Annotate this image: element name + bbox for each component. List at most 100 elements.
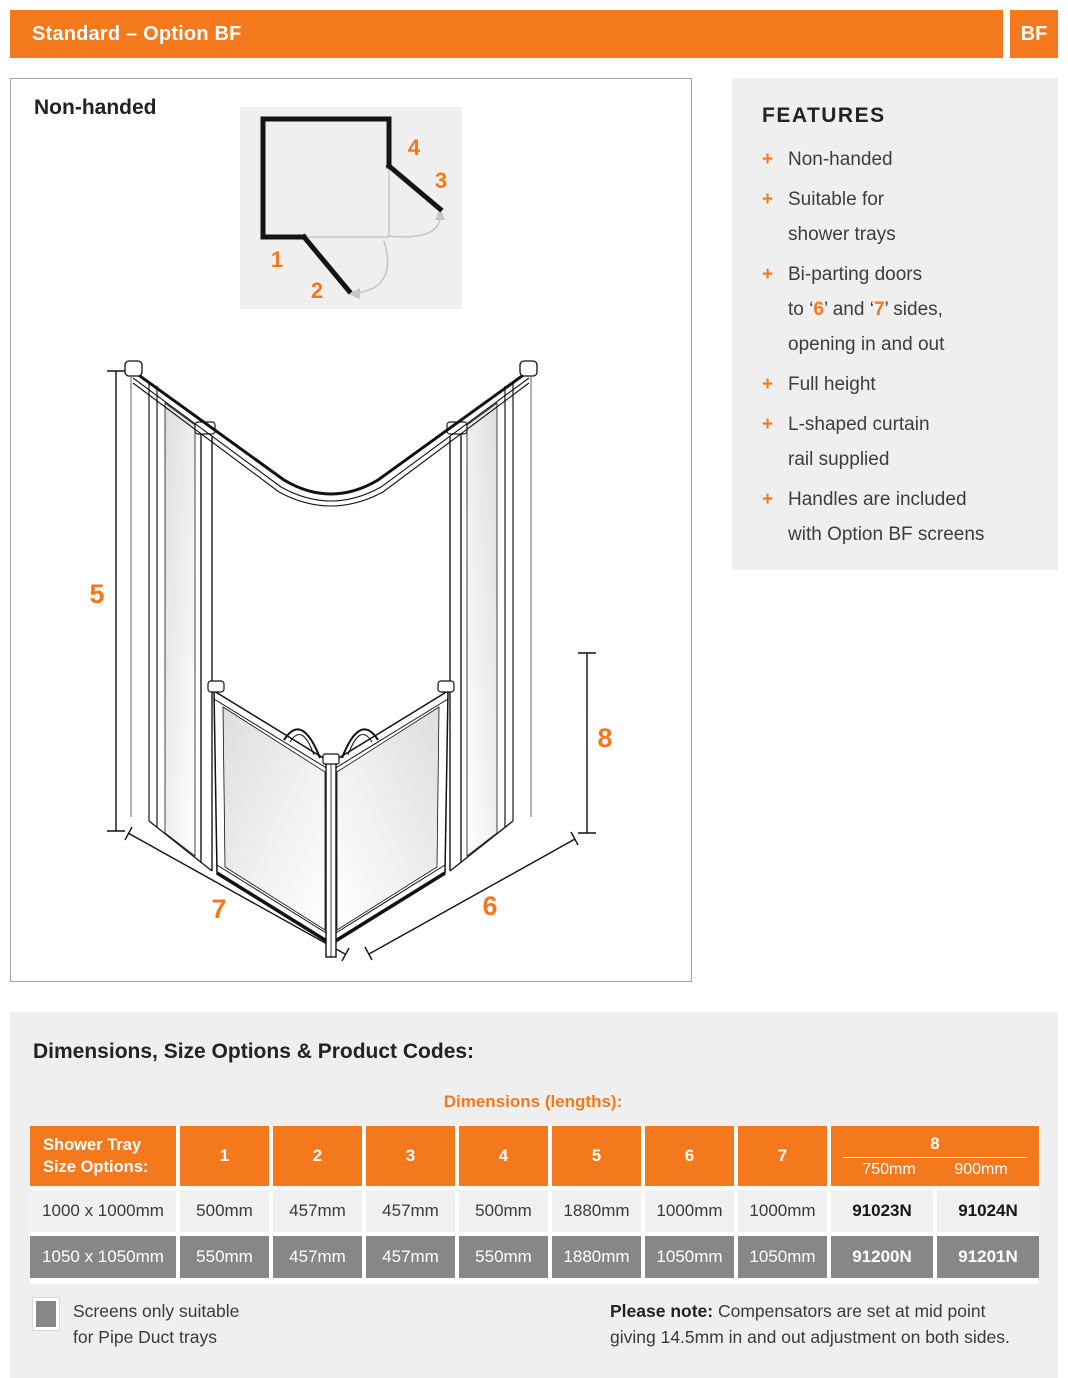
center-post (322, 753, 340, 958)
row2-dim6: 1050mm (645, 1236, 734, 1278)
header-cell-4: 4 (459, 1126, 548, 1186)
header-cell-1: 1 (180, 1126, 269, 1186)
plan-door-front (300, 233, 353, 295)
diagram-panel: Non-handed 1 2 3 4 (10, 78, 692, 982)
plan-tray-edge (304, 166, 390, 238)
plus-bullet-icon: + (762, 414, 774, 435)
feature-item-shower-trays: + Suitable for shower trays (762, 182, 1034, 252)
iso-label-6: 6 (482, 891, 497, 921)
header-cell-5: 5 (552, 1126, 641, 1186)
feature-item-curtain-rail: + L-shaped curtain rail supplied (762, 407, 1034, 477)
accent-6: 6 (813, 299, 824, 320)
feature-line: to ‘ (788, 299, 814, 320)
row2-dim4: 550mm (459, 1236, 548, 1278)
feature-line: ’ sides, (884, 299, 943, 320)
row1-code-750: 91023N (831, 1190, 933, 1232)
pipe-duct-legend: Screens only suitable for Pipe Duct tray… (33, 1298, 239, 1350)
row2-code-900: 91201N (937, 1236, 1039, 1278)
plan-background (240, 107, 462, 309)
feature-line: Bi-parting doors (788, 264, 923, 285)
header-cell-3: 3 (366, 1126, 455, 1186)
right-half-door (328, 680, 455, 947)
feature-text: L-shaped curtain rail supplied (788, 414, 930, 470)
feature-text: Suitable for shower trays (788, 189, 896, 245)
header-cell-2: 2 (273, 1126, 362, 1186)
header-cell-8: 8 750mm 900mm (831, 1126, 1039, 1186)
plan-label-1: 1 (271, 247, 283, 272)
row2-dim7: 1050mm (738, 1236, 827, 1278)
left-half-door (207, 680, 334, 947)
feature-item-non-handed: + Non-handed (762, 142, 1034, 177)
plan-label-3: 3 (435, 168, 447, 193)
legend-text: Screens only suitable for Pipe Duct tray… (73, 1301, 240, 1347)
dimensions-subtitle: Dimensions (lengths): (443, 1092, 623, 1111)
gray-swatch-icon (33, 1298, 59, 1330)
right-side-panel (446, 381, 514, 872)
row1-dim4: 500mm (459, 1190, 548, 1232)
feature-line: ’ and ‘ (823, 299, 874, 320)
row1-dim3: 457mm (366, 1190, 455, 1232)
feature-text: Full height (788, 374, 876, 395)
plan-label-4: 4 (408, 135, 421, 160)
diagram-title: Non-handed (34, 96, 157, 119)
arrowhead-upper (435, 208, 445, 220)
header-750mm: 750mm (862, 1161, 916, 1178)
iso-label-5: 5 (89, 579, 104, 609)
row1-size: 1000 x 1000mm (30, 1190, 176, 1232)
iso-label-7: 7 (211, 894, 226, 924)
feature-line: opening in and out (788, 334, 945, 355)
iso-label-8: 8 (597, 723, 612, 753)
header-cell-size-options: Shower Tray Size Options: (30, 1126, 176, 1186)
row1-code-900: 91024N (937, 1190, 1039, 1232)
plus-bullet-icon: + (762, 189, 774, 210)
plan-label-2: 2 (311, 278, 323, 303)
note-text: Compensators are set at mid point giving… (610, 1301, 1010, 1347)
row1-dim5: 1880mm (552, 1190, 641, 1232)
option-badge: BF (1010, 10, 1058, 58)
row1-dim6: 1000mm (645, 1190, 734, 1232)
header-8-subcolumns: 750mm 900mm (843, 1161, 1027, 1179)
plus-bullet-icon: + (762, 489, 774, 510)
row2-dim1: 550mm (180, 1236, 269, 1278)
feature-text: Handles are included with Option BF scre… (788, 489, 985, 545)
accent-7: 7 (873, 299, 885, 320)
plus-bullet-icon: + (762, 149, 774, 170)
arrowhead-lower (348, 288, 360, 299)
door-swing-arc-upper (386, 216, 441, 238)
dimension-lines (107, 370, 596, 961)
dimensions-section: Dimensions, Size Options & Product Codes… (10, 1012, 1058, 1378)
header-cell-7: 7 (738, 1126, 827, 1186)
header-cell-6: 6 (645, 1126, 734, 1186)
plus-bullet-icon: + (762, 374, 774, 395)
feature-item-handles: + Handles are included with Option BF sc… (762, 482, 1034, 552)
header-900mm: 900mm (954, 1161, 1008, 1178)
row2-size: 1050 x 1050mm (30, 1236, 176, 1278)
plus-bullet-icon: + (762, 264, 774, 285)
note-label: Please note: (610, 1301, 714, 1321)
row1-dim1: 500mm (180, 1190, 269, 1232)
header-8-label: 8 (843, 1134, 1027, 1158)
plan-door-side (385, 162, 444, 213)
left-side-panel (148, 381, 216, 872)
curtain-rail (124, 360, 538, 507)
row1-dim2: 457mm (273, 1190, 362, 1232)
feature-item-full-height: + Full height (762, 367, 1034, 402)
section-title: Dimensions, Size Options & Product Codes… (33, 1040, 475, 1063)
please-note: Please note: Compensators are set at mid… (610, 1298, 1046, 1350)
row1-dim7: 1000mm (738, 1190, 827, 1232)
row2-dim3: 457mm (366, 1236, 455, 1278)
title-bar: Standard – Option BF (10, 10, 1003, 58)
isometric-diagram: 5 6 7 8 (89, 360, 613, 961)
row2-code-750: 91200N (831, 1236, 933, 1278)
product-table: Shower Tray Size Options: 1 2 3 4 5 6 7 … (30, 1126, 1039, 1284)
feature-text: Bi-parting doors to ‘6’ and ‘7’ sides, ope… (788, 257, 944, 362)
page-title: Standard – Option BF (32, 22, 242, 45)
plan-fixed-walls (260, 116, 392, 240)
row2-dim5: 1880mm (552, 1236, 641, 1278)
features-title: FEATURES (762, 104, 886, 127)
door-swing-arc-lower (356, 240, 389, 294)
features-panel: FEATURES + Non-handed + Suitable for sho… (732, 78, 1058, 570)
plan-view-diagram: 1 2 3 4 (240, 107, 462, 309)
feature-item-bi-parting: + Bi-parting doors to ‘6’ and ‘7’ sides, o… (762, 257, 1034, 362)
